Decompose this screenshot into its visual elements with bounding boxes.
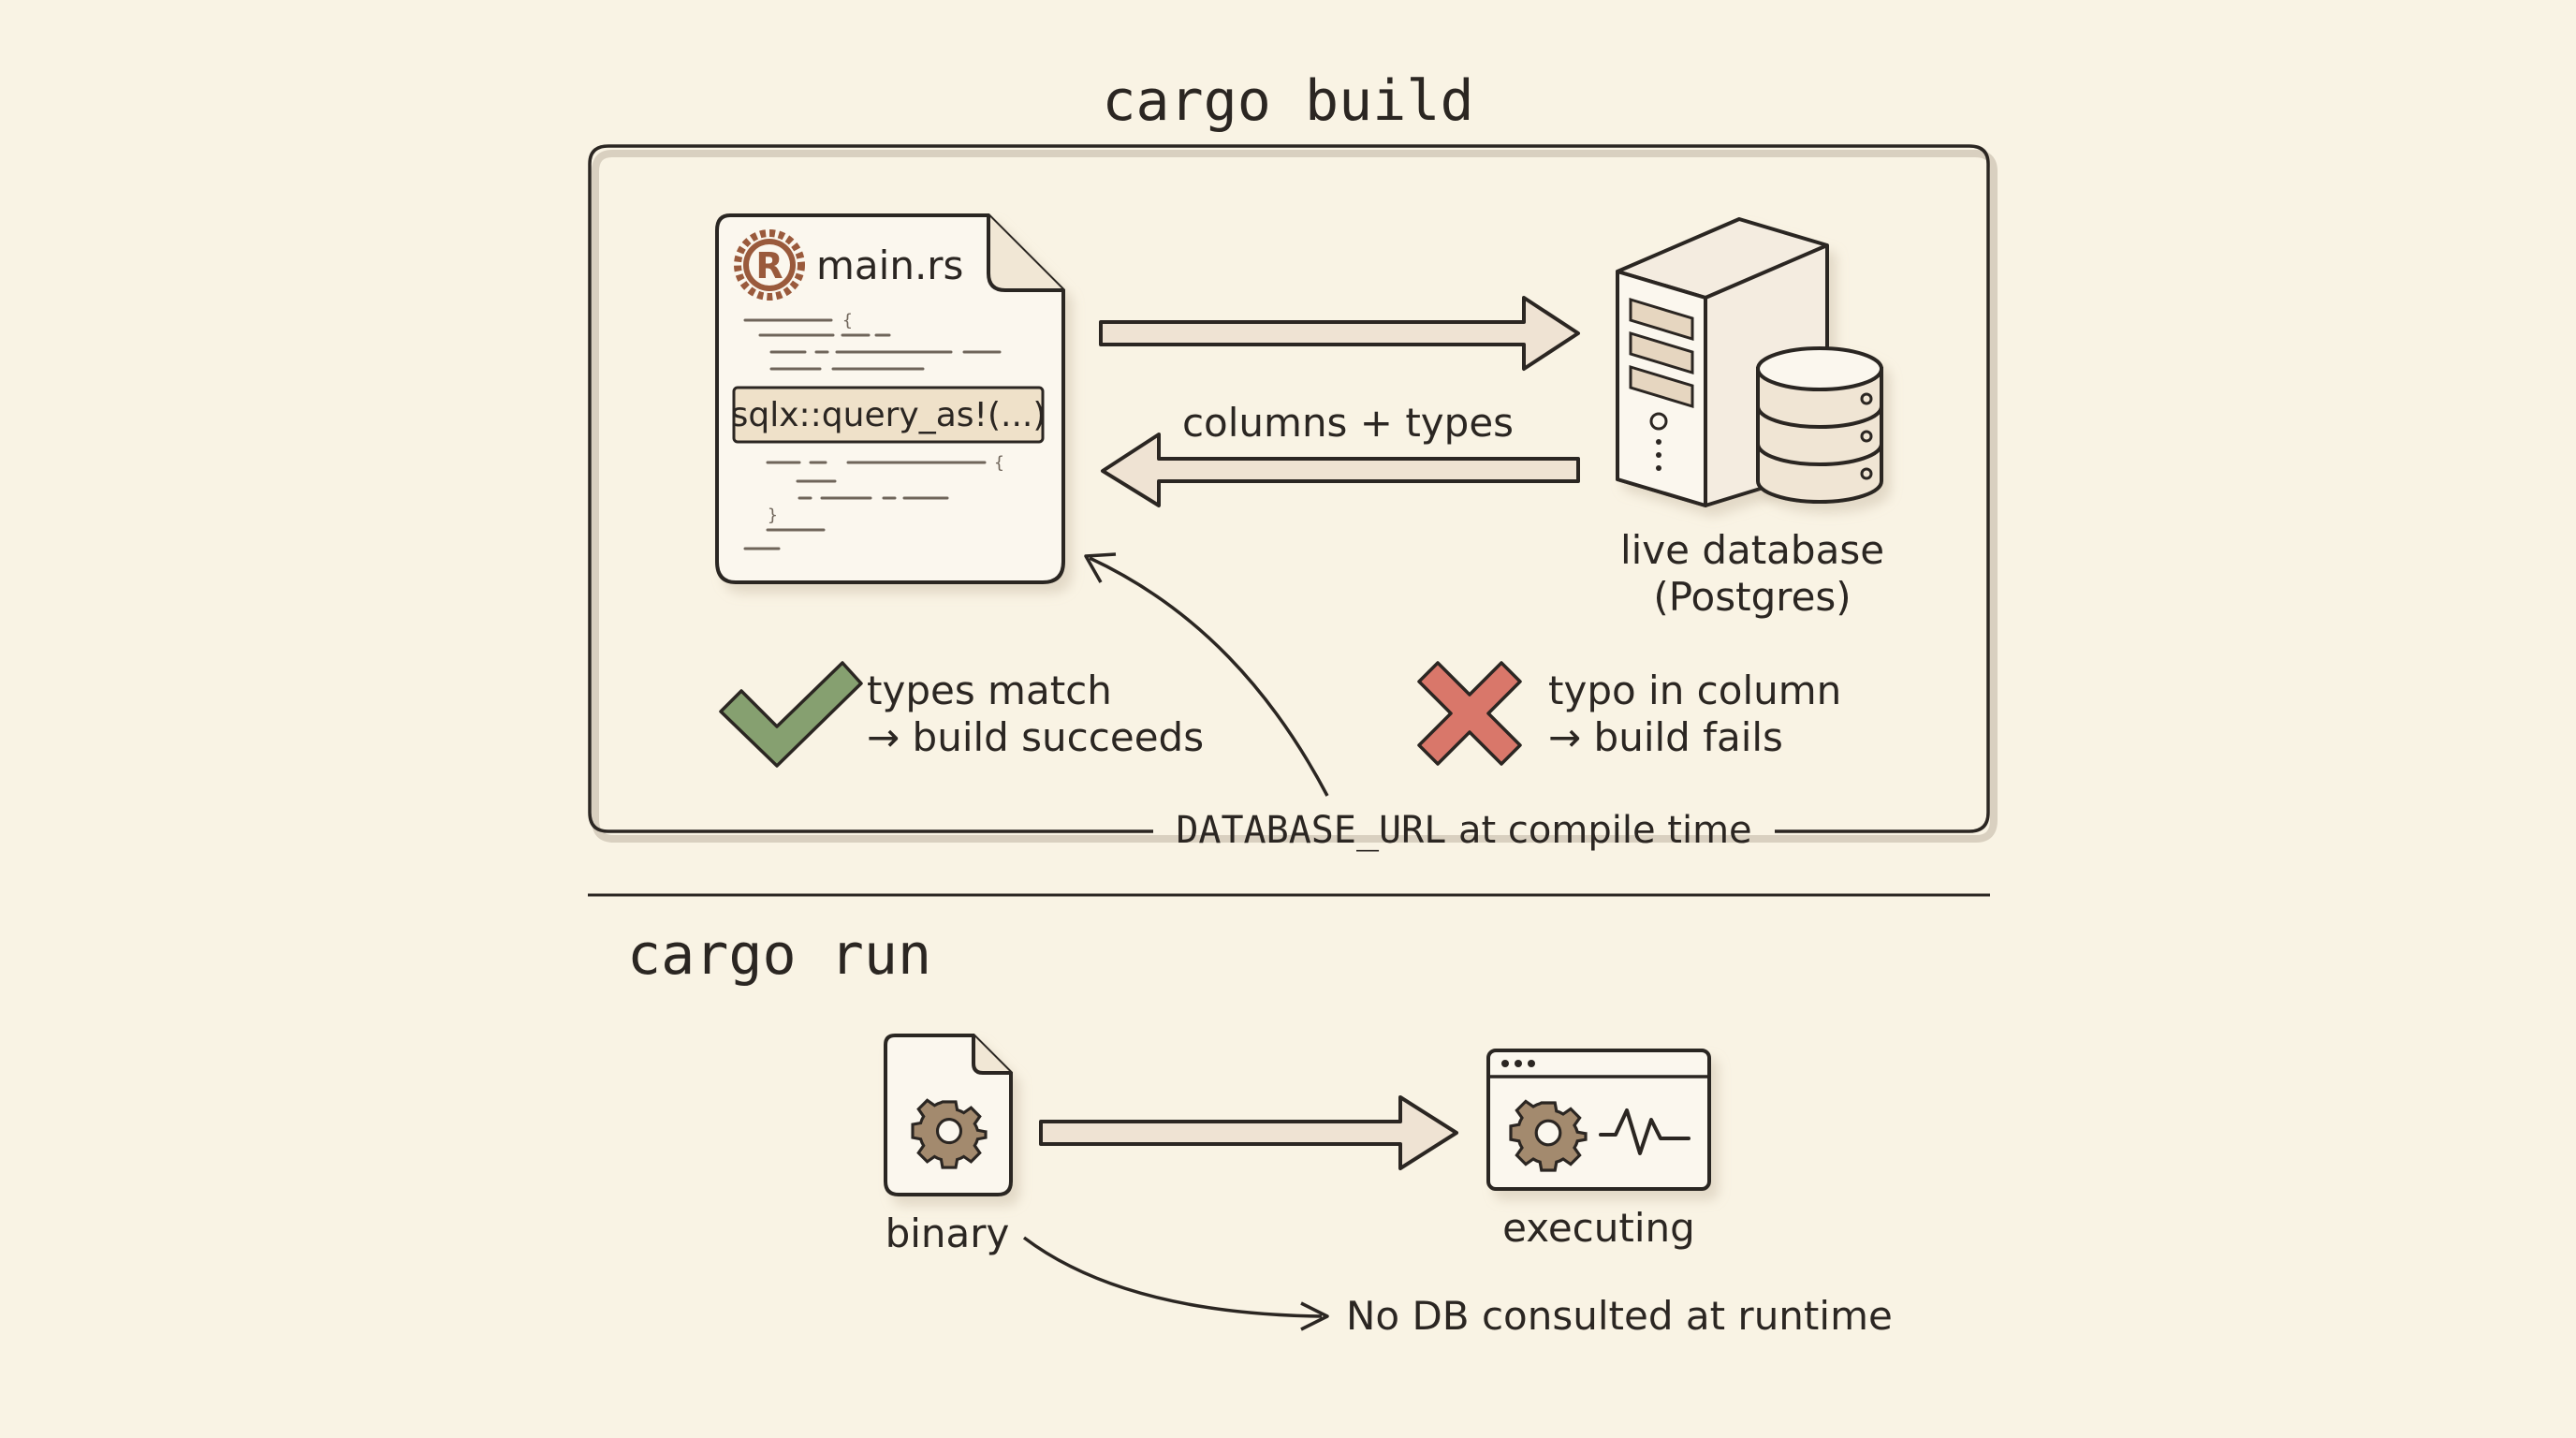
env-var: DATABASE_URL <box>1176 809 1446 852</box>
failure-line1: typo in column <box>1548 668 1841 713</box>
env-arrow-head <box>1084 552 1117 583</box>
return-label: columns + types <box>1182 400 1514 446</box>
database-label-line2: (Postgres) <box>1653 574 1851 620</box>
macro-box <box>732 386 1045 444</box>
run-arrow <box>1039 1095 1458 1170</box>
macro-call: sqlx::query_as!(...) <box>731 396 1046 434</box>
server-database-icon <box>1616 217 1883 507</box>
svg-text:R: R <box>755 245 783 286</box>
success-line2: → build succeeds <box>867 714 1204 760</box>
env-suffix: at compile time <box>1446 809 1751 852</box>
rust-logo-icon: R <box>734 229 805 301</box>
runtime-note-arrow <box>1022 1236 1323 1318</box>
build-heading: cargo build <box>1102 68 1473 134</box>
env-arrow <box>1089 556 1329 797</box>
runtime-note-arrow-head <box>1300 1301 1329 1331</box>
cross-icon <box>1417 661 1522 766</box>
gear-file-icon <box>884 1034 1013 1196</box>
success-line1: types match <box>867 668 1112 713</box>
svg-text:}: } <box>768 506 778 525</box>
database-label-line1: live database <box>1620 527 1884 573</box>
svg-text:{: { <box>994 453 1004 473</box>
build-frame-outline <box>588 144 1990 833</box>
binary-label: binary <box>886 1211 1010 1256</box>
gear-window-icon <box>1486 1049 1711 1191</box>
env-label: DATABASE_URL at compile time <box>1176 809 1751 852</box>
source-file-name: main.rs <box>816 242 963 288</box>
types-arrow <box>1101 433 1580 507</box>
svg-text:{: { <box>842 311 853 330</box>
code-lines: { { } <box>743 311 1004 550</box>
failure-line2: → build fails <box>1548 714 1783 760</box>
runtime-note: No DB consulted at runtime <box>1346 1293 1893 1339</box>
executing-label: executing <box>1502 1205 1695 1251</box>
run-heading: cargo run <box>627 922 931 988</box>
query-arrow <box>1099 296 1580 371</box>
checkmark-icon <box>719 661 863 768</box>
